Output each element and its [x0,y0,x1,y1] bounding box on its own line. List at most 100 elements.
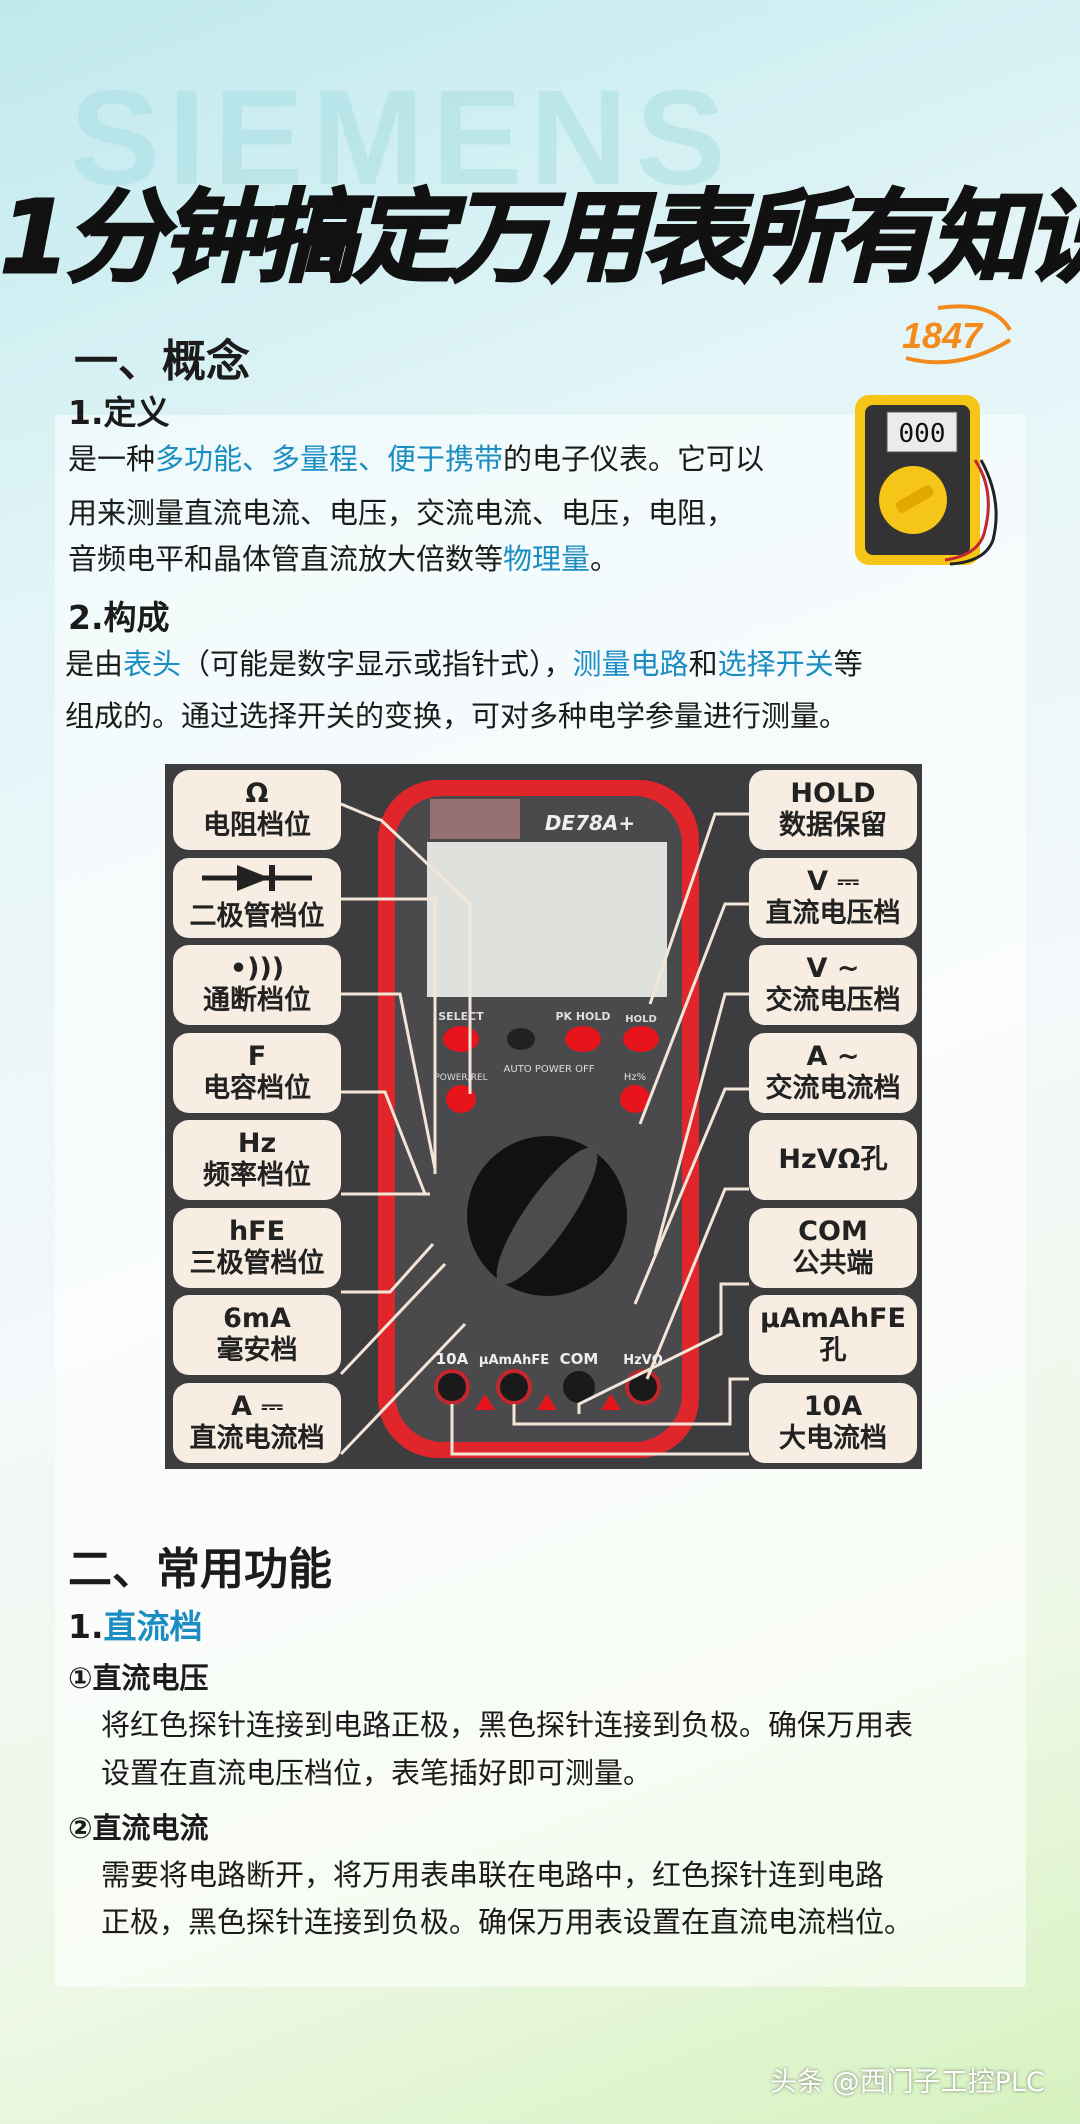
hold-label: HOLD [625,1014,657,1025]
dc-voltage-line-1: 将红色探针连接到电路正极，黑色探针连接到负极。确保万用表 [101,1708,914,1742]
jack-hzvohm[interactable] [625,1369,661,1405]
label-text: 频率档位 [203,1160,311,1191]
label-text: 数据保留 [779,810,887,841]
dc-heading-text: 直流档 [103,1607,203,1646]
label-symbol: V ~ [806,953,860,984]
label-symbol: •))) [229,953,285,984]
label-通断档位: •)))通断档位 [173,945,341,1025]
logo-text: 1847 [902,315,984,356]
page-title: 1分钟搞定万用表所有知识 [0,179,1080,297]
highlighted-term: 物理量 [503,542,591,576]
composition-line-1: 是由表头（可能是数字显示或指针式），测量电路和选择开关等 [65,638,863,690]
jack-uamahfe-label: µAmAhFE [479,1353,549,1368]
label-symbol: F [247,1040,267,1072]
text-segment: 。 [590,542,620,576]
label-text: 电容档位 [203,1072,311,1104]
diode-icon [202,863,312,901]
model-label: DE78A+ [545,811,635,835]
label-symbol: hFE [228,1215,286,1247]
label-text: 交流电流档 [765,1072,901,1104]
label-text: 毫安档 [216,1335,298,1366]
label-text: HzVΩ孔 [778,1144,888,1175]
definition-line-3: 音频电平和晶体管直流放大倍数等物理量。 [68,533,619,585]
label-symbol: Ω [245,778,269,809]
label-symbol: A ⎓ [231,1390,283,1422]
section2-heading: 二、常用功能 [68,1544,332,1595]
definition-heading: 1.定义 [68,393,170,432]
light-button[interactable] [507,1028,535,1050]
dc-voltage-heading: ①直流电压 [68,1661,209,1695]
label-symbol: Hz [237,1128,277,1159]
label-symbol: A ~ [806,1040,860,1072]
label-symbol: 6mA [223,1303,291,1334]
highlighted-term: 表头 [123,647,182,681]
multimeter-diagram: DE78A+ SELECT PK HOLD HOLD POWER/REL AUT… [165,764,922,1469]
dc-current-line-1: 需要将电路断开，将万用表串联在电路中，红色探针连到电路 [101,1858,885,1892]
logo-1847: 1847 [902,304,1012,365]
jack-com[interactable] [563,1371,595,1403]
hz-label: Hz% [624,1072,646,1083]
label-text: 孔 [819,1335,847,1366]
dc-heading: 1.直流档 [68,1600,203,1648]
label-HzVΩ孔: HzVΩ孔 [749,1120,917,1200]
label-text: 交流电压档 [765,985,901,1016]
dial-pointer [496,1147,598,1285]
text-segment: 是由 [65,647,124,681]
label-symbol: V ⎓ [807,865,859,897]
dc-current-line-2: 正极，黑色探针连接到负极。确保万用表设置在直流电流档位。 [101,1905,914,1939]
text-segment: 是一种 [68,442,156,476]
label-text: 二极管档位 [189,900,325,932]
label-交流电流档: A ~交流电流档 [749,1032,917,1113]
multimeter-photo: 000 [855,395,998,566]
label-直流电压档: V ⎓直流电压档 [749,857,917,938]
label-text: 通断档位 [203,985,311,1016]
label-symbol: 10A [803,1390,863,1422]
pk-hold-label: PK HOLD [555,1010,610,1023]
label-交流电压档: V ~交流电压档 [749,945,917,1025]
power-rel-label: POWER/REL [434,1073,487,1083]
label-symbol: µAmAhFE [760,1303,906,1334]
jack-10a-label: 10A [436,1350,469,1368]
text-segment: 音频电平和晶体管直流放大倍数等 [68,542,504,576]
hold-button[interactable] [623,1026,659,1052]
label-text: 公共端 [792,1247,874,1279]
label-直流电流档: A ⎓直流电流档 [173,1382,341,1463]
label-二极管档位: 二极管档位 [173,857,341,938]
jack-uamahfe[interactable] [496,1369,532,1405]
text-segment: 和 [688,647,718,681]
select-label: SELECT [438,1010,484,1023]
connector-lines [339,802,749,1456]
composition-line-2: 组成的。通过选择开关的变换，可对多种电学参量进行测量。 [65,699,849,733]
label-text: 直流电压档 [765,897,901,929]
auto-power-off-label: AUTO POWER OFF [504,1064,595,1075]
label-text: 大电流档 [779,1422,887,1454]
dc-heading-prefix: 1. [68,1607,104,1646]
label-text: 直流电流档 [189,1422,325,1454]
pk-hold-button[interactable] [565,1026,601,1052]
dc-current-heading: ②直流电流 [68,1811,209,1845]
siemens-watermark: SIEMENS [70,62,734,213]
text-segment: （可能是数字显示或指针式）， [181,647,573,681]
select-button[interactable] [443,1026,479,1052]
highlighted-term: 多功能、多量程、便于携带 [155,442,504,476]
multimeter-illustration: DE78A+ SELECT PK HOLD HOLD POWER/REL AUT… [339,780,749,1458]
composition-heading: 2.构成 [68,598,170,637]
label-text: 三极管档位 [189,1247,325,1279]
photo-display: 000 [899,419,946,449]
highlighted-term: 选择开关 [717,647,834,681]
text-segment: 的电子仪表。它可以 [503,442,765,476]
definition-line-2: 用来测量直流电流、电压，交流电流、电压，电阻， [68,496,736,530]
definition-line-1: 是一种多功能、多量程、便于携带的电子仪表。它可以 [68,433,764,485]
hz-button[interactable] [620,1085,650,1113]
jack-10a[interactable] [434,1369,470,1405]
highlighted-term: 测量电路 [572,647,689,681]
